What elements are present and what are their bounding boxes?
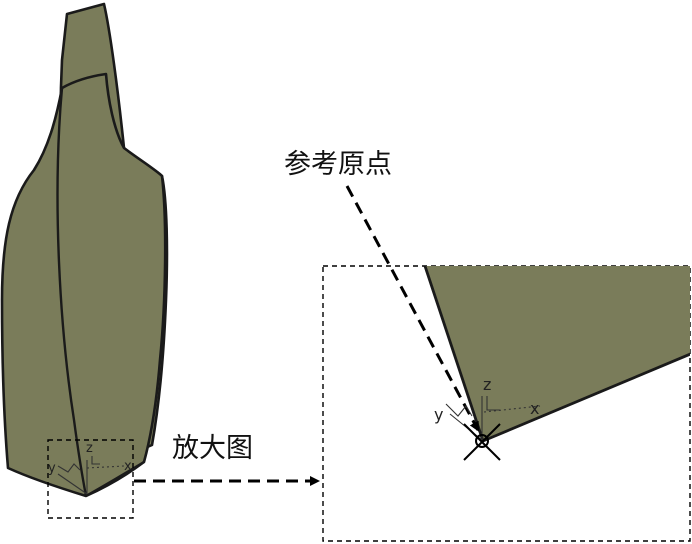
origin-marker	[463, 423, 501, 461]
surface-seam	[56, 87, 88, 497]
small-axis-x-label: x	[124, 459, 132, 474]
small-axis-z-label: z	[86, 441, 93, 456]
zoomed-bottom-edge	[482, 352, 690, 443]
small-axis-triad: z y x	[48, 441, 132, 495]
small-axis-y-label: y	[48, 461, 56, 476]
zoomed-surface-fill	[425, 266, 690, 441]
large-axis-y-label: y	[434, 405, 443, 424]
reference-origin-label: 参考原点	[284, 149, 392, 180]
zoomed-left-edge	[423, 266, 485, 442]
large-axis-z-label: z	[483, 375, 491, 394]
reference-origin-pointer	[345, 185, 480, 432]
zoomed-surface	[423, 266, 690, 443]
surface-model	[0, 2, 169, 498]
surface-bottom-edge	[85, 460, 145, 498]
zoom-view-label: 放大图	[172, 433, 253, 464]
front-surface-sheet	[0, 72, 167, 498]
large-axis-x-label: x	[530, 399, 539, 418]
